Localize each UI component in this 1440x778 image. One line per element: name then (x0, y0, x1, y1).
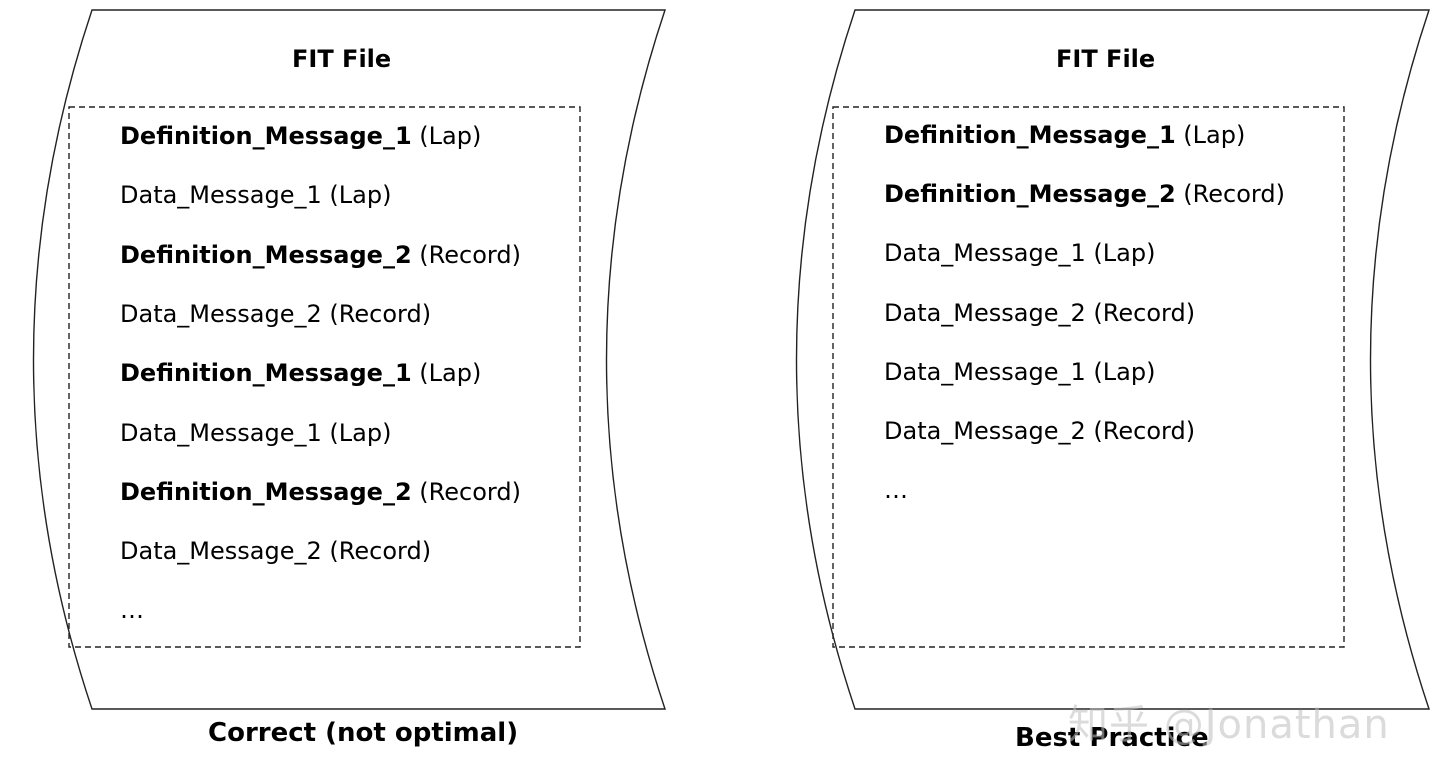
right-panel-title: FIT File (1056, 45, 1156, 73)
message-name: Data_Message_2 (120, 537, 322, 566)
left-message-box (68, 106, 581, 648)
message-row: Data_Message_2 (Record) (884, 417, 1195, 445)
left-file-shape (32, 9, 666, 710)
message-name: Data_Message_2 (884, 417, 1086, 445)
message-name: Data_Message_1 (120, 181, 322, 210)
message-name: Definition_Message_2 (884, 180, 1176, 209)
message-name: Data_Message_1 (120, 418, 322, 447)
message-row: Data_Message_1 (Lap) (120, 419, 391, 447)
message-row: Data_Message_2 (Record) (120, 300, 431, 328)
right-message-box (832, 106, 1345, 648)
message-name: … (120, 596, 144, 625)
message-name: Definition_Message_1 (884, 121, 1176, 149)
message-row: Data_Message_1 (Lap) (120, 181, 391, 209)
message-name: Definition_Message_1 (120, 122, 412, 150)
message-type: (Record) (419, 240, 521, 269)
message-type: (Record) (329, 537, 432, 566)
message-row: Definition_Message_1 (Lap) (120, 359, 481, 387)
left-panel-title: FIT File (292, 45, 392, 73)
left-panel-caption: Correct (not optimal) (208, 718, 519, 748)
message-type: (Record) (419, 477, 521, 506)
message-row: Data_Message_1 (Lap) (884, 239, 1155, 267)
message-row: … (120, 596, 144, 624)
message-type: (Record) (329, 299, 432, 328)
message-type: (Lap) (329, 181, 392, 210)
message-row: Data_Message_2 (Record) (884, 299, 1195, 327)
message-name: Data_Message_2 (884, 298, 1086, 327)
right-file-shape (795, 9, 1430, 710)
message-name: Data_Message_2 (120, 299, 322, 328)
message-row: … (884, 476, 908, 504)
message-type: (Lap) (419, 359, 482, 388)
message-type: (Lap) (1183, 121, 1246, 149)
message-type: (Record) (1093, 417, 1196, 445)
message-row: Definition_Message_2 (Record) (120, 241, 521, 269)
message-name: Definition_Message_2 (120, 477, 412, 506)
message-row: Definition_Message_1 (Lap) (884, 121, 1245, 149)
message-name: … (884, 476, 908, 505)
message-row: Definition_Message_1 (Lap) (120, 122, 481, 150)
message-row: Definition_Message_2 (Record) (884, 180, 1285, 208)
message-type: (Record) (1093, 298, 1196, 327)
message-name: Definition_Message_1 (120, 359, 412, 388)
message-type: (Lap) (329, 418, 392, 447)
message-type: (Record) (1183, 180, 1285, 209)
right-panel-caption: Best Practice (1015, 723, 1209, 753)
watermark: 知乎 @Jonathan (1068, 702, 1390, 748)
message-type: (Lap) (1093, 239, 1156, 268)
message-name: Data_Message_1 (884, 357, 1086, 386)
message-type: (Lap) (419, 122, 482, 150)
message-row: Data_Message_1 (Lap) (884, 358, 1155, 386)
message-row: Definition_Message_2 (Record) (120, 478, 521, 506)
message-name: Data_Message_1 (884, 239, 1086, 268)
message-row: Data_Message_2 (Record) (120, 537, 431, 565)
message-type: (Lap) (1093, 357, 1156, 386)
message-name: Definition_Message_2 (120, 240, 412, 269)
